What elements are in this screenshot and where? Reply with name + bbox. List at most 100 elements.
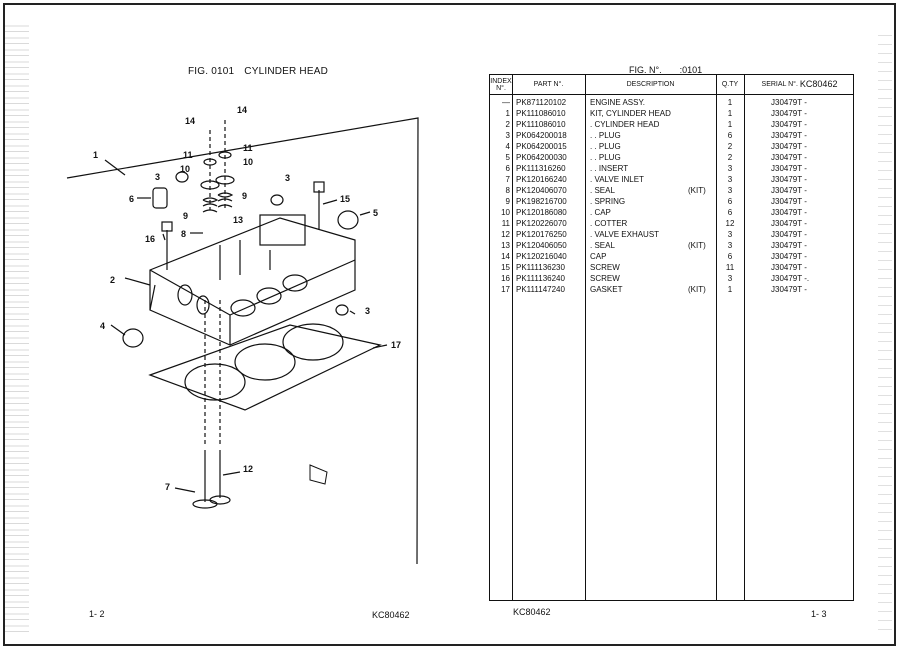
row-qty: 3 <box>727 186 733 195</box>
col-divider <box>585 75 586 600</box>
callout-15: 15 <box>340 194 350 204</box>
row-qty: 6 <box>727 131 733 140</box>
row-index: 5 <box>505 153 510 162</box>
scan-edge-right <box>878 35 892 635</box>
row-index: 10 <box>501 208 510 217</box>
row-description: . . PLUG <box>590 142 621 151</box>
callout-11b: 11 <box>243 143 253 153</box>
col-divider <box>744 75 745 600</box>
row-index: 6 <box>505 164 510 173</box>
row-serial: J30479T - <box>771 208 807 217</box>
figure-number: FIG. 0101 <box>188 66 235 77</box>
callout-9b: 9 <box>183 211 188 221</box>
fig-number-value: :0101 <box>679 65 703 75</box>
figure-title: FIG. 0101 CYLINDER HEAD <box>188 66 328 77</box>
row-part-number: PK064200015 <box>516 142 567 151</box>
row-qty: 6 <box>727 197 733 206</box>
header-serial-value: KC80462 <box>799 79 838 89</box>
row-index: 16 <box>501 274 510 283</box>
row-index: 8 <box>505 186 510 195</box>
page-number-right: 1- 3 <box>811 609 827 619</box>
callout-10a: 10 <box>180 164 190 174</box>
row-qty: 3 <box>727 274 733 283</box>
row-description: GASKET <box>590 285 623 294</box>
row-index: 13 <box>501 241 510 250</box>
row-index: 2 <box>505 120 510 129</box>
row-part-number: PK111147240 <box>516 285 565 294</box>
row-part-number: PK064200018 <box>516 131 567 140</box>
row-serial: J30479T - <box>771 219 807 228</box>
row-description: . VALVE INLET <box>590 175 644 184</box>
row-serial: J30479T - <box>771 164 807 173</box>
row-qty: 3 <box>727 164 733 173</box>
row-qty: 11 <box>725 263 735 272</box>
row-part-number: PK120406070 <box>516 186 567 195</box>
row-description: . . PLUG <box>590 153 621 162</box>
row-index: 9 <box>505 197 510 206</box>
row-serial: J30479T - <box>771 241 807 250</box>
row-description: CAP <box>590 252 607 261</box>
row-part-number: PK120406050 <box>516 241 567 250</box>
callout-14a: 14 <box>185 116 195 126</box>
callout-5: 5 <box>373 208 378 218</box>
callout-7: 7 <box>165 482 170 492</box>
callout-4: 4 <box>100 321 105 331</box>
row-qty: 3 <box>727 241 733 250</box>
callout-13: 13 <box>233 215 243 225</box>
callout-10b: 10 <box>243 157 253 167</box>
row-part-number: PK120186080 <box>516 208 567 217</box>
row-part-number: PK111136240 <box>516 274 565 283</box>
row-serial: J30479T - <box>771 98 807 107</box>
row-qty: 1 <box>727 120 733 129</box>
parts-table: INDEX N°. PART N°. DESCRIPTION Q.TY SERI… <box>489 74 854 601</box>
col-divider <box>512 75 513 600</box>
row-index: 11 <box>501 219 510 228</box>
col-divider <box>716 75 717 600</box>
row-qty: 6 <box>727 208 733 217</box>
row-index: 17 <box>501 285 510 294</box>
callout-14b: 14 <box>237 105 247 115</box>
row-part-number: PK871120102 <box>516 98 567 107</box>
row-description: SCREW <box>590 263 620 272</box>
figure-name: CYLINDER HEAD <box>244 66 329 77</box>
header-part: PART N°. <box>533 81 564 88</box>
callout-17: 17 <box>391 340 401 350</box>
row-index: 3 <box>505 131 510 140</box>
diagram-callouts: 1 2 3 3 3 4 5 6 7 8 9 9 10 10 11 11 12 1… <box>93 105 401 492</box>
row-part-number: PK120176250 <box>516 230 567 239</box>
model-number-left: KC80462 <box>372 610 410 620</box>
row-serial: J30479T - <box>771 153 807 162</box>
row-part-number: PK120226070 <box>516 219 567 228</box>
header-serial-label: SERIAL N°. <box>761 81 798 88</box>
row-qty: 6 <box>727 252 733 261</box>
row-serial: J30479T - <box>771 109 807 118</box>
row-serial: J30479T - <box>771 120 807 129</box>
header-serial: SERIAL N°.KC80462 <box>744 75 855 94</box>
header-index-line1: INDEX <box>490 77 512 85</box>
row-part-number: PK064200030 <box>516 153 567 162</box>
row-part-number: PK111086010 <box>516 109 566 118</box>
row-description: KIT, CYLINDER HEAD <box>590 109 671 118</box>
row-index: 15 <box>501 263 510 272</box>
header-description: DESCRIPTION <box>626 81 675 88</box>
row-description: . . INSERT <box>590 164 629 173</box>
row-serial: J30479T - <box>771 230 807 239</box>
row-qty: 1 <box>727 98 733 107</box>
row-description: SCREW <box>590 274 620 283</box>
row-part-number: PK198216700 <box>516 197 567 206</box>
callout-16: 16 <box>145 234 155 244</box>
row-description: . SEAL <box>590 186 615 195</box>
row-description: . CAP <box>590 208 611 217</box>
row-description: ENGINE ASSY. <box>590 98 645 107</box>
row-serial: J30479T - <box>771 263 807 272</box>
